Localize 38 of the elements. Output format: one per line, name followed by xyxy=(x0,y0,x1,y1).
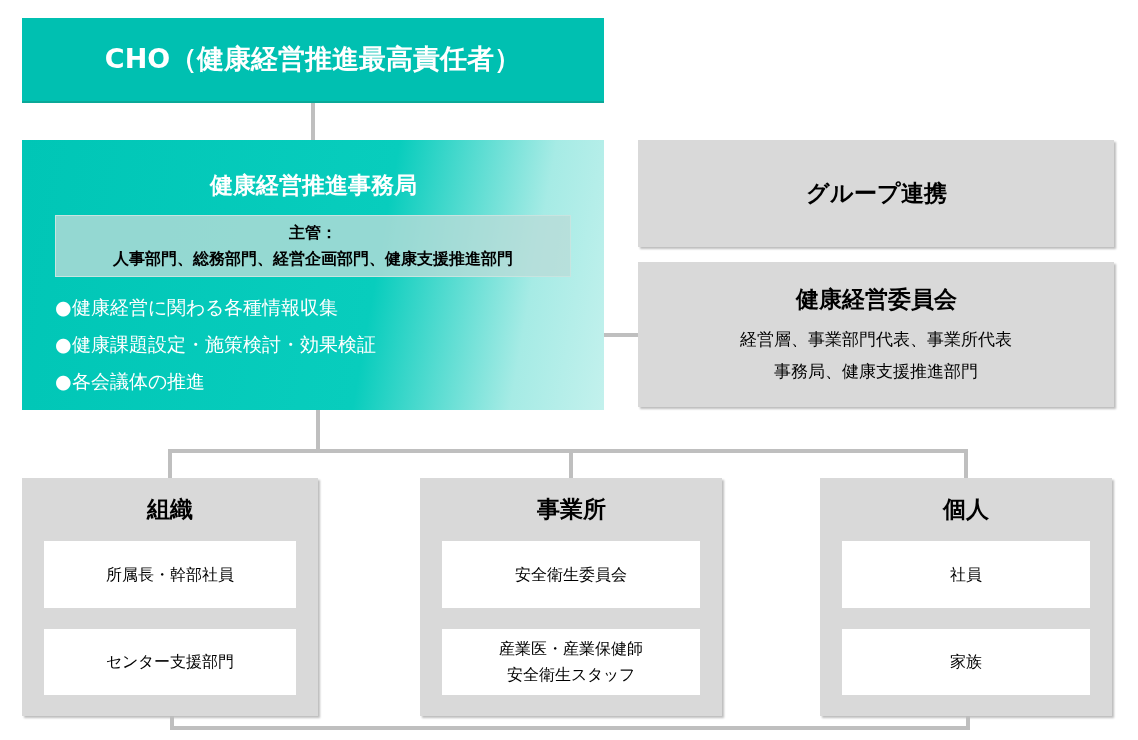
body-text: 事務局、健康支援推進部門 xyxy=(774,359,978,383)
body-text: 人事部門、総務部門、経営企画部門、健康支援推進部門 xyxy=(113,247,513,270)
heading-text: 社員 xyxy=(950,563,982,586)
heading-text: グループ連携 xyxy=(805,179,947,209)
title-box xyxy=(22,18,604,103)
connector-line xyxy=(604,333,638,337)
heading-text: CHO（健康経営推進最高責任者） xyxy=(104,42,522,77)
heading-text: 健康経営推進事務局 xyxy=(208,171,418,200)
connector-line xyxy=(311,103,315,140)
member-box xyxy=(44,541,296,608)
group-panel xyxy=(22,478,318,716)
heading-text: 安全衛生委員会 xyxy=(515,563,627,586)
member-box xyxy=(44,628,296,695)
heading-text: 組織 xyxy=(145,495,194,525)
heading-text: 事業所 xyxy=(535,495,607,525)
heading-text: 産業医・産業保健師 xyxy=(499,637,643,660)
heading-text: 家族 xyxy=(950,650,982,673)
office-panel xyxy=(22,140,604,410)
bullet-text: ●健康経営に関わる各種情報収集 xyxy=(55,294,339,320)
committee-panel xyxy=(638,140,1114,247)
group-panel xyxy=(820,478,1112,716)
member-box xyxy=(842,628,1090,695)
body-text: 安全衛生スタッフ xyxy=(507,663,635,686)
member-box xyxy=(442,541,700,608)
heading-text: 主管： xyxy=(289,221,337,244)
group-panel xyxy=(420,478,722,716)
heading-text: 健康経営委員会 xyxy=(795,285,957,315)
body-text: 経営層、事業部門代表、事業所代表 xyxy=(740,327,1012,351)
supervisor-box xyxy=(55,214,571,277)
member-box xyxy=(842,541,1090,608)
heading-text: 個人 xyxy=(941,495,990,525)
committee-panel xyxy=(638,262,1114,407)
bullet-text: ●各会議体の推進 xyxy=(55,368,206,394)
heading-text: 所属長・幹部社員 xyxy=(106,563,234,586)
heading-text: センター支援部門 xyxy=(106,650,234,673)
member-box xyxy=(442,628,700,695)
connector-line xyxy=(170,716,970,730)
bullet-text: ●健康課題設定・施策検討・効果検証 xyxy=(55,331,377,357)
